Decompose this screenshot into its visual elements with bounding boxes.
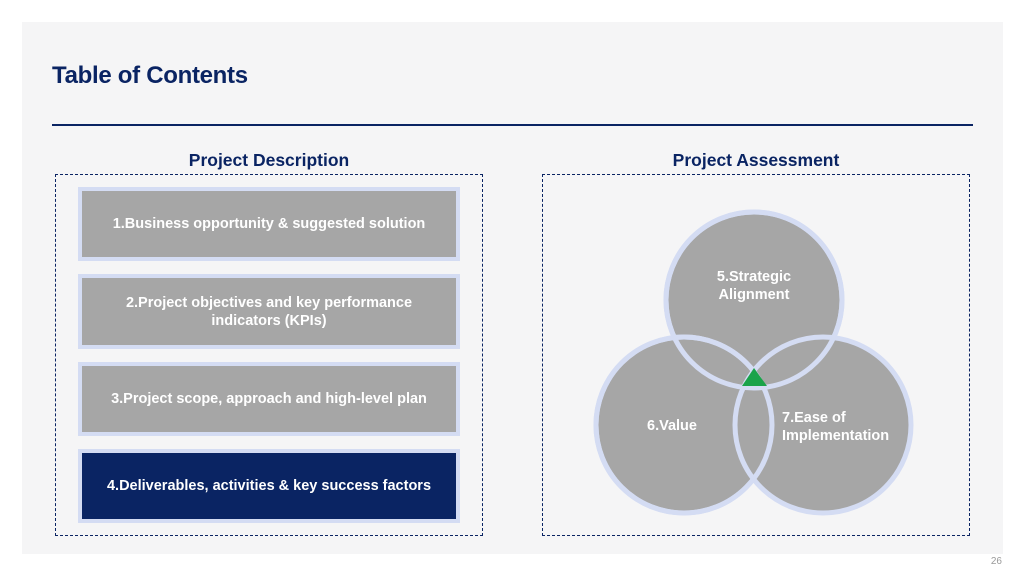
toc-item-label: 2.Project objectives and key performance…	[125, 294, 413, 329]
venn-svg	[593, 209, 914, 516]
toc-item-label: 4.Deliverables, activities & key success…	[106, 478, 432, 494]
venn-outline-strategic-alignment	[663, 209, 845, 391]
toc-item-project-scope[interactable]: 3.Project scope, approach and high-level…	[78, 362, 460, 436]
toc-item-label: 1.Business opportunity & suggested solut…	[112, 216, 426, 232]
venn-label-strategic-alignment: 5.Strategic Alignment	[716, 269, 792, 303]
project-assessment-heading: Project Assessment	[672, 150, 840, 170]
venn-circle-ease-of-implementation[interactable]	[732, 334, 914, 516]
venn-diagram: 5.Strategic Alignment 6.Value 7.Ease of …	[542, 174, 970, 536]
toc-item-label: 3.Project scope, approach and high-level…	[111, 391, 427, 407]
project-description-heading: Project Description	[188, 150, 350, 170]
venn-label-value: 6.Value	[647, 418, 697, 434]
page-number: 26	[990, 556, 1002, 567]
toc-item-deliverables[interactable]: 4.Deliverables, activities & key success…	[78, 449, 460, 523]
page-title: Table of Contents	[52, 62, 248, 89]
venn-outline-value	[593, 334, 775, 516]
title-divider	[52, 124, 973, 126]
toc-item-project-objectives[interactable]: 2.Project objectives and key performance…	[78, 274, 460, 349]
toc-item-business-opportunity[interactable]: 1.Business opportunity & suggested solut…	[78, 187, 460, 261]
venn-center-triangle-icon	[742, 368, 767, 386]
project-assessment-panel	[542, 174, 970, 536]
venn-label-ease-of-implementation: 7.Ease of Implementation	[782, 410, 890, 444]
project-description-panel	[55, 174, 483, 536]
